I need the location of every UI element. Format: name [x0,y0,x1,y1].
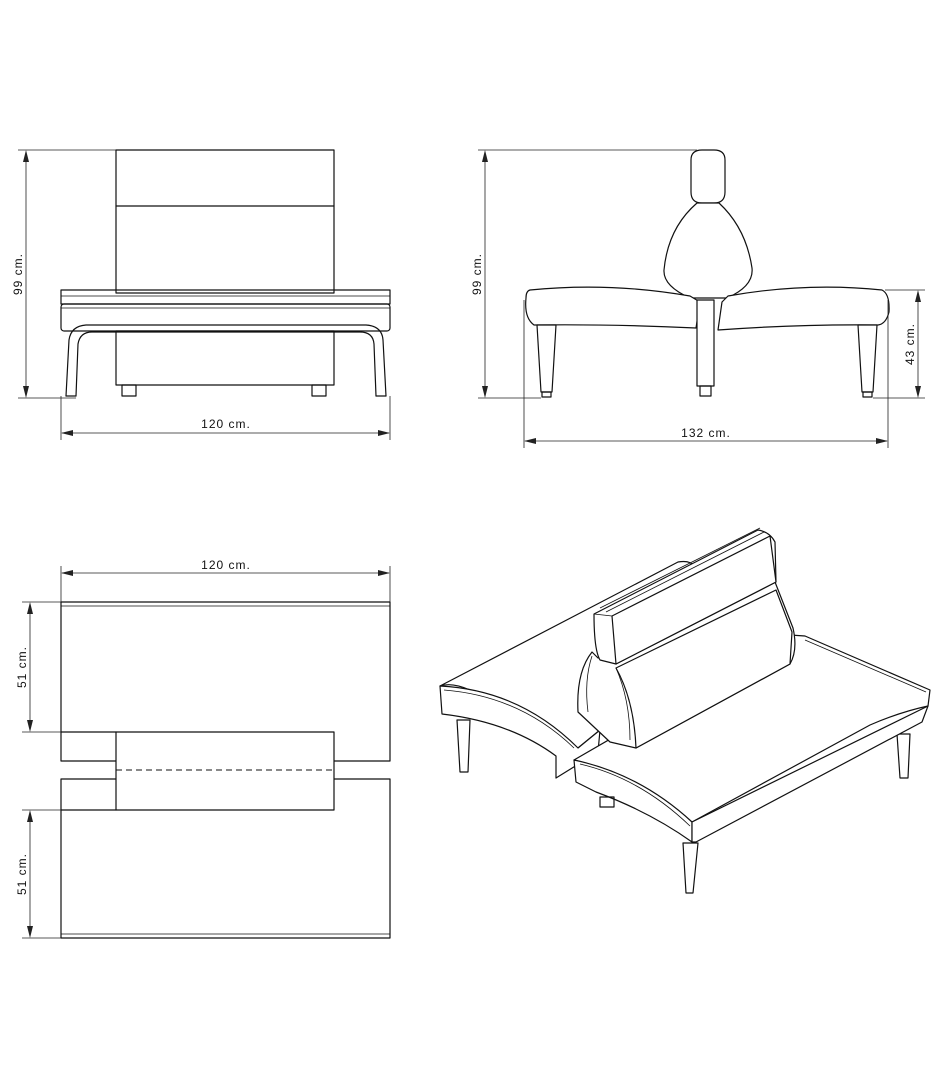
side-height-dimension [478,149,697,399]
side-view [525,149,890,398]
plan-view [60,601,391,939]
plan-width-label: 120 cm. [201,558,251,572]
plan-depth-top-label: 51 cm. [15,646,29,688]
front-width-dimension [60,396,391,440]
plan-depth-bottom-label: 51 cm. [15,853,29,895]
side-width-label: 132 cm. [681,426,731,440]
front-height-dimension [18,149,116,399]
plan-width-dimension [60,566,391,602]
seat-height-label: 43 cm. [903,323,917,365]
front-height-label: 99 cm. [11,253,25,295]
plan-depth-bottom-dimension [22,809,61,939]
plan-depth-top-dimension [22,601,61,733]
side-width-dimension [523,300,889,448]
seat-height-dimension [873,289,925,399]
front-width-label: 120 cm. [201,417,251,431]
front-view [60,149,391,397]
isometric-view [439,527,931,894]
side-height-label: 99 cm. [470,253,484,295]
